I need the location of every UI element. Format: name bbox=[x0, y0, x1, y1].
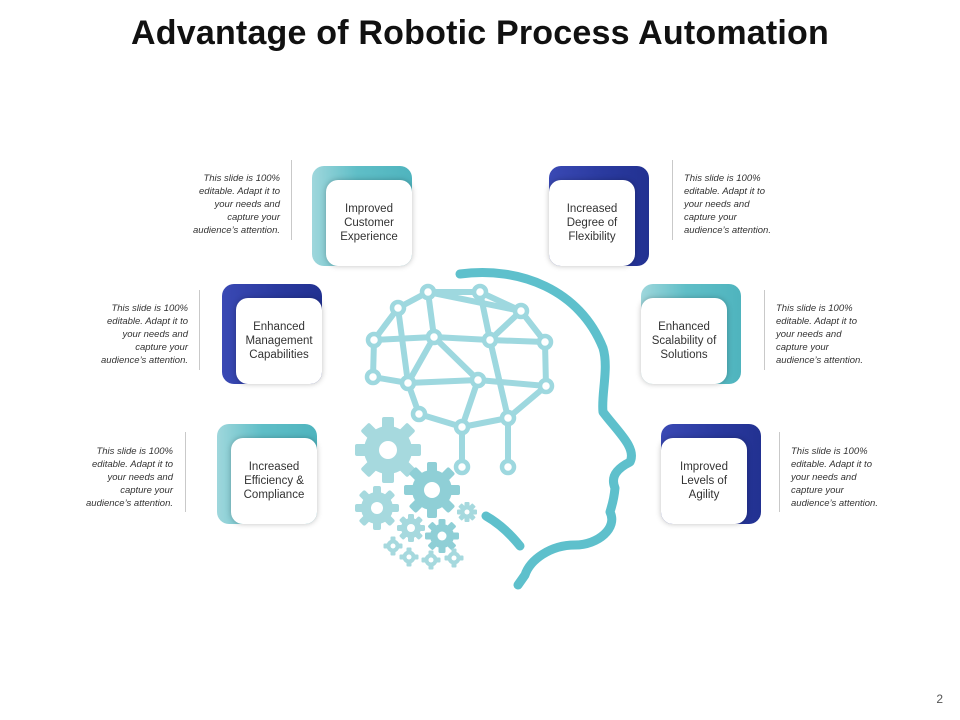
note-divider bbox=[291, 160, 292, 240]
feature-label: Enhanced Scalability of Solutions bbox=[651, 321, 717, 361]
feature-note-flexibility: This slide is 100% editable. Adapt it to… bbox=[684, 173, 771, 236]
note-divider bbox=[764, 290, 765, 370]
head-neck-line bbox=[481, 511, 525, 551]
head-profile-outline bbox=[455, 268, 636, 590]
feature-card-flexibility[interactable]: Increased Degree of Flexibility bbox=[549, 166, 649, 266]
gear-icon bbox=[399, 547, 419, 567]
feature-card-management[interactable]: Enhanced Management Capabilities bbox=[222, 284, 322, 384]
page-number: 2 bbox=[936, 692, 943, 706]
slide-title: Advantage of Robotic Process Automation bbox=[131, 14, 829, 52]
note-divider bbox=[185, 432, 186, 512]
brain-network-nodes bbox=[364, 283, 555, 476]
note-divider bbox=[672, 160, 673, 240]
feature-note-management: This slide is 100% editable. Adapt it to… bbox=[101, 303, 188, 366]
feature-label: Enhanced Management Capabilities bbox=[245, 321, 313, 361]
feature-note-efficiency: This slide is 100% editable. Adapt it to… bbox=[86, 446, 173, 509]
note-divider bbox=[199, 290, 200, 370]
card-face: Improved Levels of Agility bbox=[661, 438, 747, 524]
gear-icon bbox=[397, 514, 425, 542]
card-face: Improved Customer Experience bbox=[326, 180, 412, 266]
gear-icon bbox=[355, 486, 399, 530]
gear-icon bbox=[404, 462, 460, 518]
feature-card-scalability[interactable]: Enhanced Scalability of Solutions bbox=[641, 284, 741, 384]
feature-label: Improved Customer Experience bbox=[340, 203, 398, 243]
feature-note-customer-experience: This slide is 100% editable. Adapt it to… bbox=[193, 173, 280, 236]
card-face: Enhanced Management Capabilities bbox=[236, 298, 322, 384]
gear-icon bbox=[457, 502, 477, 522]
gear-icon bbox=[355, 417, 421, 483]
feature-label: Increased Degree of Flexibility bbox=[566, 203, 618, 243]
card-face: Increased Degree of Flexibility bbox=[549, 180, 635, 266]
note-divider bbox=[779, 432, 780, 512]
gear-icon bbox=[383, 536, 403, 556]
feature-label: Improved Levels of Agility bbox=[680, 461, 728, 501]
gear-icon bbox=[421, 550, 441, 570]
card-face: Increased Efficiency & Compliance bbox=[231, 438, 317, 524]
feature-label: Increased Efficiency & Compliance bbox=[243, 461, 305, 501]
feature-card-customer-experience[interactable]: Improved Customer Experience bbox=[312, 166, 412, 266]
card-face: Enhanced Scalability of Solutions bbox=[641, 298, 727, 384]
feature-card-efficiency[interactable]: Increased Efficiency & Compliance bbox=[217, 424, 317, 524]
feature-card-agility[interactable]: Improved Levels of Agility bbox=[661, 424, 761, 524]
gear-icon bbox=[444, 548, 464, 568]
feature-note-scalability: This slide is 100% editable. Adapt it to… bbox=[776, 303, 863, 366]
gears-cluster bbox=[355, 417, 477, 570]
gear-icon bbox=[425, 519, 459, 553]
feature-note-agility: This slide is 100% editable. Adapt it to… bbox=[791, 446, 878, 509]
